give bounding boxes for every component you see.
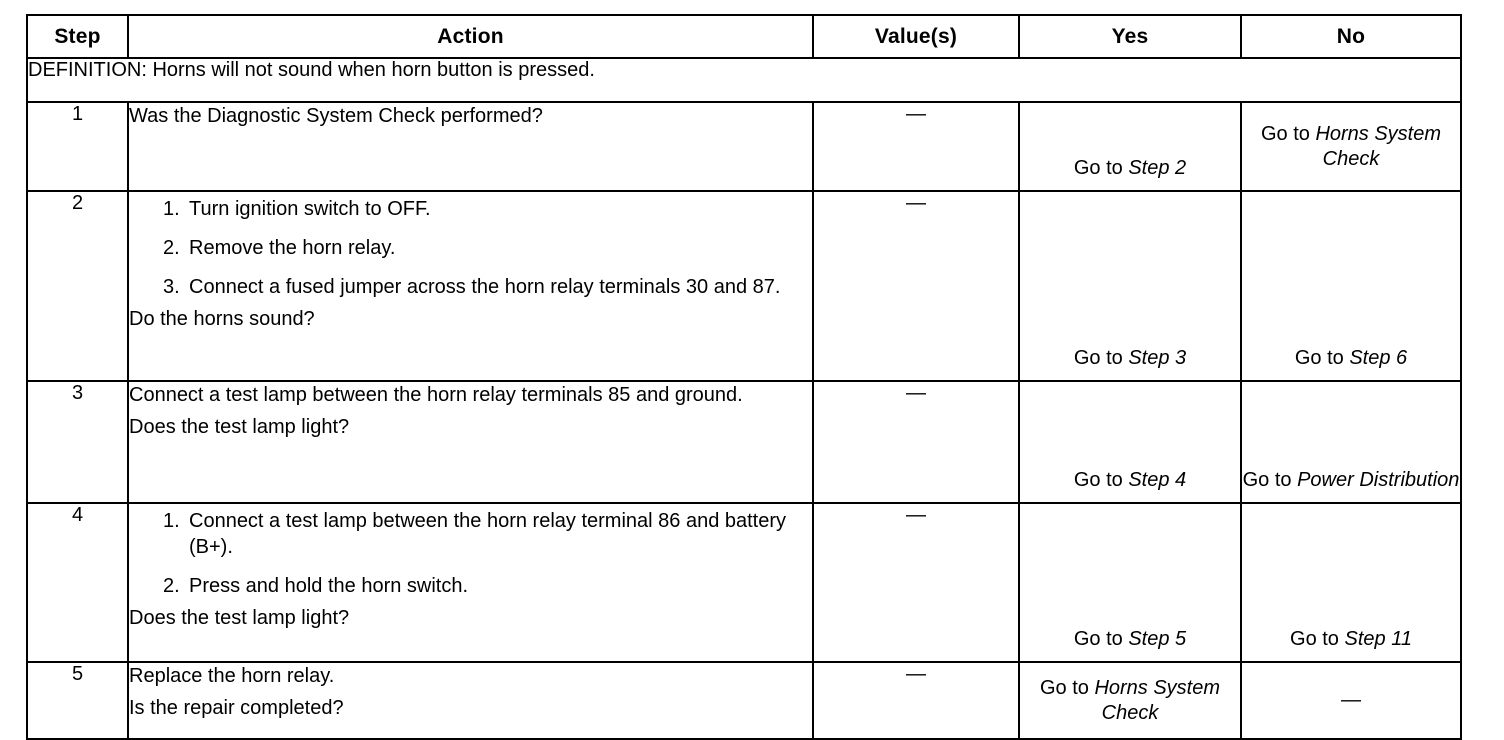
yes-prefix: Go to <box>1073 468 1129 491</box>
action-lead: Was the Diagnostic System Check performe… <box>129 105 543 127</box>
no-branch-cell: Go to Horns System Check <box>1240 101 1462 192</box>
value-dash: — <box>906 192 926 214</box>
action-cell: Replace the horn relay. Is the repair co… <box>127 661 814 740</box>
action-lead: Connect a test lamp between the horn rel… <box>129 384 743 406</box>
value-cell: — <box>812 101 1020 192</box>
action-substep: Press and hold the horn switch. <box>163 573 469 599</box>
column-header-action: Action <box>127 14 814 59</box>
no-branch-cell: Go to Power Distribution <box>1240 380 1462 504</box>
action-substep-list: Connect a test lamp between the horn rel… <box>129 508 812 599</box>
no-target: Step 11 <box>1344 627 1412 650</box>
action-substep-list: Turn ignition switch to OFF. Remove the … <box>129 196 812 300</box>
yes-branch-cell: Go to Step 3 <box>1018 190 1242 382</box>
action-substep: Connect a fused jumper across the horn r… <box>163 274 781 300</box>
action-question: Does the test lamp light? <box>129 416 350 439</box>
yes-target: Step 5 <box>1128 627 1187 650</box>
yes-branch-cell: Go to Step 5 <box>1018 502 1242 663</box>
definition-row: DEFINITION: Horns will not sound when ho… <box>26 57 1462 103</box>
step-number: 2 <box>26 190 129 382</box>
column-header-yes: Yes <box>1018 14 1242 59</box>
table-row: 2 Turn ignition switch to OFF. Remove th… <box>26 190 1462 382</box>
step-number: 3 <box>26 380 129 504</box>
action-question: Is the repair completed? <box>129 697 344 720</box>
table-row: 5 Replace the horn relay. Is the repair … <box>26 661 1462 740</box>
action-cell: Connect a test lamp between the horn rel… <box>127 380 814 504</box>
yes-branch-cell: Go to Step 2 <box>1018 101 1242 192</box>
action-substep: Connect a test lamp between the horn rel… <box>163 508 787 558</box>
yes-branch-cell: Go to Step 4 <box>1018 380 1242 504</box>
table-row: 4 Connect a test lamp between the horn r… <box>26 502 1462 663</box>
yes-target: Step 3 <box>1128 346 1187 369</box>
no-prefix: Go to <box>1290 627 1345 650</box>
diagnostic-table-container: Step Action Value(s) Yes No DEFINITION: … <box>26 14 1462 740</box>
no-branch-cell: Go to Step 6 <box>1240 190 1462 382</box>
action-substep: Remove the horn relay. <box>163 235 396 261</box>
yes-prefix: Go to <box>1073 627 1129 650</box>
no-branch-cell: Go to Step 11 <box>1240 502 1462 663</box>
action-cell: Turn ignition switch to OFF. Remove the … <box>127 190 814 382</box>
no-dash: — <box>1341 689 1361 712</box>
yes-prefix: Go to <box>1073 156 1129 179</box>
value-cell: — <box>812 661 1020 740</box>
action-lead: Replace the horn relay. <box>129 665 335 687</box>
table-row: 1 Was the Diagnostic System Check perfor… <box>26 101 1462 192</box>
definition-text: DEFINITION: Horns will not sound when ho… <box>26 57 1462 103</box>
no-prefix: Go to <box>1260 123 1316 146</box>
value-cell: — <box>812 380 1020 504</box>
yes-target: Step 4 <box>1128 468 1187 491</box>
no-prefix: Go to <box>1294 346 1350 369</box>
yes-prefix: Go to <box>1039 677 1095 700</box>
no-branch-cell: — <box>1240 661 1462 740</box>
column-header-values: Value(s) <box>812 14 1020 59</box>
action-cell: Was the Diagnostic System Check performe… <box>127 101 814 192</box>
value-dash: — <box>906 103 926 125</box>
no-target: Power Distribution <box>1297 468 1460 491</box>
yes-branch-cell: Go to Horns System Check <box>1018 661 1242 740</box>
column-header-step: Step <box>26 14 129 59</box>
table-header-row: Step Action Value(s) Yes No <box>26 14 1462 59</box>
value-cell: — <box>812 190 1020 382</box>
no-prefix: Go to <box>1242 468 1298 491</box>
column-header-no: No <box>1240 14 1462 59</box>
action-question: Does the test lamp light? <box>129 607 350 629</box>
value-dash: — <box>906 504 926 526</box>
diagnostic-troubleshooting-table: Step Action Value(s) Yes No DEFINITION: … <box>26 14 1462 740</box>
step-number: 4 <box>26 502 129 663</box>
value-cell: — <box>812 502 1020 663</box>
yes-target: Horns System Check <box>1094 677 1221 724</box>
step-number: 5 <box>26 661 129 740</box>
action-substep: Turn ignition switch to OFF. <box>163 196 431 222</box>
action-cell: Connect a test lamp between the horn rel… <box>127 502 814 663</box>
action-question: Do the horns sound? <box>129 308 315 330</box>
value-dash: — <box>906 663 926 685</box>
table-row: 3 Connect a test lamp between the horn r… <box>26 380 1462 504</box>
no-target: Horns System Check <box>1315 123 1442 170</box>
no-target: Step 6 <box>1349 346 1408 369</box>
yes-target: Step 2 <box>1128 156 1187 179</box>
yes-prefix: Go to <box>1073 346 1129 369</box>
step-number: 1 <box>26 101 129 192</box>
value-dash: — <box>906 382 926 404</box>
